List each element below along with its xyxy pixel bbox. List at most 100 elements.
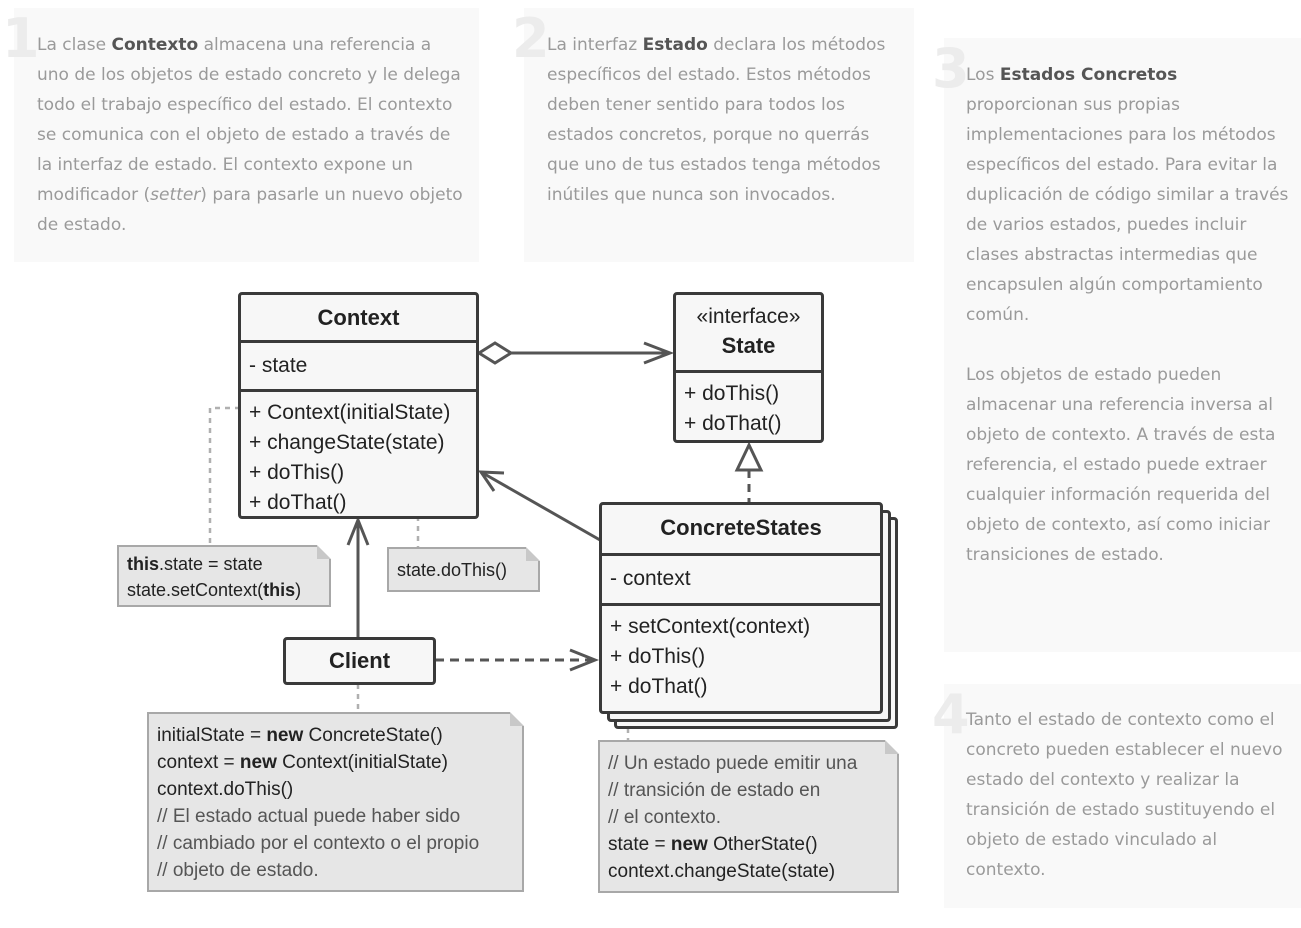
concrete-states-class: ConcreteStates - context + setContext(co… <box>599 502 883 714</box>
code-line: // El estado actual puede haber sido <box>157 803 514 830</box>
code-token: state.doThis() <box>397 560 508 580</box>
code-comment: // objeto de estado. <box>157 860 319 881</box>
code-token: OtherState() <box>707 834 818 855</box>
code-token: state = <box>608 834 671 855</box>
context-method-constructor: + Context(initialState) <box>249 401 451 424</box>
code-token: new <box>266 725 304 746</box>
client-class-title: Client <box>328 648 391 673</box>
state-code-note: // Un estado puede emitir una // transici… <box>598 740 899 893</box>
state-interface: «interface» State + doThis() + doThat() <box>673 292 824 443</box>
text-segment: almacena una referencia a uno de los obj… <box>37 35 461 205</box>
note-text-3-p2: Los objetos de estado pueden almacenar u… <box>966 365 1276 565</box>
context-method-dothat: + doThat() <box>249 491 347 514</box>
code-line: state.setContext(this) <box>127 577 321 603</box>
code-comment: // el contexto. <box>608 807 722 828</box>
code-line: context = new Context(initialState) <box>157 749 514 776</box>
note-text-3: Los Estados Concretos proporcionan sus p… <box>966 60 1291 570</box>
code-token: context.doThis() <box>157 779 294 800</box>
note-number-3: 3 <box>932 37 970 100</box>
note-number-2: 2 <box>512 7 550 70</box>
client-class: Client <box>283 637 436 685</box>
note-panel-1 <box>14 8 479 262</box>
code-line: // cambiado por el contexto o el propio <box>157 830 514 857</box>
note-number-4: 4 <box>932 683 970 746</box>
note-panel-3 <box>944 38 1301 652</box>
state-interface-title: State <box>721 333 776 358</box>
code-comment: // Un estado puede emitir una <box>608 753 858 774</box>
text-segment: Estados Concretos <box>999 65 1178 85</box>
code-line: // objeto de estado. <box>157 857 514 884</box>
context-methods: + Context(initialState) + changeState(st… <box>241 389 476 518</box>
note-text-1: La clase Contexto almacena una referenci… <box>37 30 467 240</box>
note-panel-2 <box>524 8 914 262</box>
realization-arrow <box>734 441 764 503</box>
code-line: // Un estado puede emitir una <box>608 750 889 777</box>
code-token: context.changeState(state) <box>608 861 836 882</box>
context-fields: - state <box>241 340 476 389</box>
code-token: new <box>239 752 277 773</box>
concrete-method-dothat: + doThat() <box>610 675 708 698</box>
code-token: ConcreteState() <box>303 725 443 746</box>
code-token: ) <box>295 580 302 600</box>
note-fold-triangle <box>526 547 540 561</box>
concrete-states-title: ConcreteStates <box>660 515 822 540</box>
state-stereotype: «interface» <box>696 305 801 328</box>
context-method-changestate: + changeState(state) <box>249 431 445 454</box>
text-segment: Estado <box>642 35 708 55</box>
client-dependency-arrow <box>435 648 600 672</box>
client-code-note: initialState = new ConcreteState()contex… <box>147 712 524 892</box>
note-fold-triangle <box>317 545 331 559</box>
note-text-2: La interfaz Estado declara los métodos e… <box>547 30 902 210</box>
code-comment: // El estado actual puede haber sido <box>157 806 461 827</box>
context-field-state: - state <box>249 354 308 377</box>
context-method-dothis: + doThis() <box>249 461 345 484</box>
aggregation-arrow <box>476 341 675 365</box>
code-token: state.setContext( <box>127 580 264 600</box>
note-fold-triangle <box>885 740 899 754</box>
code-token: this <box>263 580 296 600</box>
code-line: // transición de estado en <box>608 777 889 804</box>
state-methods: + doThis() + doThat() <box>676 370 821 439</box>
note-text-4: Tanto el estado de contexto como el conc… <box>966 710 1283 880</box>
text-segment: proporcionan sus propias implementacione… <box>966 95 1289 325</box>
code-line: context.changeState(state) <box>608 858 889 885</box>
constructor-note-connector <box>208 406 240 545</box>
code-line: this.state = state <box>127 551 321 577</box>
text-segment: Contexto <box>111 35 199 55</box>
code-token: context = <box>157 752 240 773</box>
text-segment: ) para pasarle un nuevo objeto de estado… <box>37 185 463 235</box>
client-context-arrow <box>346 515 370 637</box>
note-panel-4 <box>944 684 1301 908</box>
note-text-3-p1: Los Estados Concretos proporcionan sus p… <box>966 60 1291 330</box>
dothis-code-note: state.doThis() <box>387 547 540 592</box>
concrete-field-context: - context <box>610 567 691 590</box>
code-token: .state = state <box>159 554 263 574</box>
code-line: state.doThis() <box>397 557 530 583</box>
code-token: this <box>127 554 160 574</box>
code-token: initialState = <box>157 725 267 746</box>
concrete-method-setcontext: + setContext(context) <box>610 615 811 638</box>
code-comment: // transición de estado en <box>608 780 821 801</box>
code-line: context.doThis() <box>157 776 514 803</box>
text-segment: La interfaz <box>547 35 643 55</box>
code-line: // el contexto. <box>608 804 889 831</box>
code-token: Context(initialState) <box>276 752 448 773</box>
text-segment: Los <box>966 65 1000 85</box>
context-class-title: Context <box>317 305 400 330</box>
text-segment: setter <box>150 185 201 205</box>
text-segment: La clase <box>37 35 112 55</box>
code-line: initialState = new ConcreteState() <box>157 722 514 749</box>
concrete-method-dothis: + doThis() <box>610 645 706 668</box>
state-interface-header: «interface» State <box>676 295 821 370</box>
state-method-dothis: + doThis() <box>684 382 780 405</box>
note-fold-triangle <box>510 712 524 726</box>
code-line: state = new OtherState() <box>608 831 889 858</box>
text-segment: declara los métodos específicos del esta… <box>547 35 886 205</box>
context-class: Context - state + Context(initialState) … <box>238 292 479 519</box>
concrete-methods: + setContext(context) + doThis() + doTha… <box>602 603 880 702</box>
code-comment: // cambiado por el contexto o el propio <box>157 833 480 854</box>
association-arrow <box>478 470 601 542</box>
concrete-fields: - context <box>602 553 880 603</box>
note-number-1: 1 <box>2 7 40 70</box>
